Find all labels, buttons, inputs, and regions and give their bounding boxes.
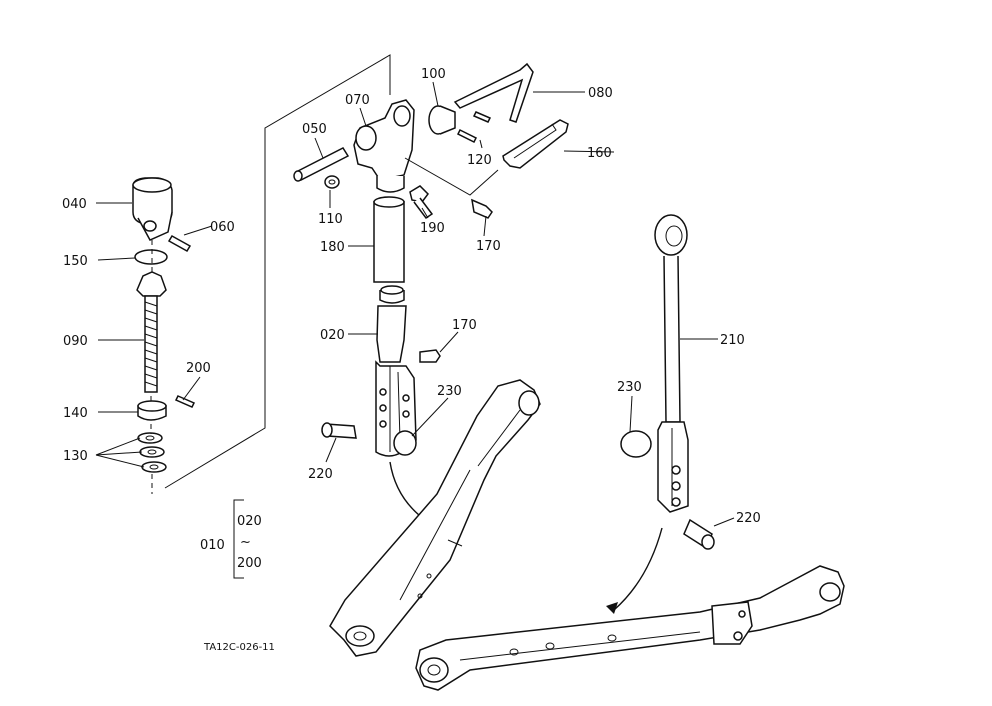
label-230-right: 230 (617, 380, 642, 395)
part-150-washer (134, 249, 168, 265)
label-040: 040 (62, 197, 87, 212)
label-070: 070 (345, 93, 370, 108)
label-210: 210 (720, 333, 745, 348)
part-220-pin-left (321, 422, 357, 439)
part-060-pin (167, 234, 192, 253)
label-200: 200 (186, 361, 211, 376)
group-to: 200 (237, 556, 262, 571)
part-230-ring-right (620, 430, 652, 458)
part-040-housing (132, 177, 173, 241)
group-bracket (233, 499, 244, 579)
label-220-right: 220 (736, 511, 761, 526)
part-170-grease-nipple-top (471, 198, 493, 219)
lower-link-arm-right (415, 565, 845, 691)
part-110-nut (324, 175, 340, 189)
part-020-lift-rod (375, 285, 417, 457)
part-180-sleeve (373, 196, 405, 283)
label-110: 110 (318, 212, 343, 227)
label-050: 050 (302, 122, 327, 137)
assembly-arrow-right (613, 527, 663, 611)
part-200-pin (174, 395, 196, 408)
part-labels: 040 060 150 090 200 140 130 050 070 100 … (62, 67, 761, 526)
label-100: 100 (421, 67, 446, 82)
group-label: 010 020 ~ 200 (200, 514, 262, 571)
part-230-ring-left (393, 430, 417, 456)
part-080-lever (453, 62, 534, 123)
part-120-pins (456, 111, 492, 144)
label-060: 060 (210, 220, 235, 235)
group-from: 020 (237, 514, 262, 529)
part-160-clip (502, 119, 569, 169)
label-140: 140 (63, 406, 88, 421)
label-130: 130 (63, 449, 88, 464)
part-100-ball-joint (428, 105, 456, 135)
part-190-fitting (409, 185, 434, 220)
drawing-code: TA12C-026-11 (203, 642, 275, 653)
part-090-screw (136, 271, 167, 393)
label-160: 160 (587, 146, 612, 161)
label-090: 090 (63, 334, 88, 349)
part-050-pin (293, 147, 350, 182)
part-070-clevis (353, 99, 415, 193)
group-id: 010 (200, 538, 225, 553)
lower-link-arm-left (329, 379, 541, 657)
label-170-top: 170 (476, 239, 501, 254)
label-180: 180 (320, 240, 345, 255)
label-190: 190 (420, 221, 445, 236)
label-170-mid: 170 (452, 318, 477, 333)
part-220-pin-right (683, 518, 715, 550)
assembly-boundary (164, 54, 391, 489)
linkage-bracket (404, 157, 499, 196)
leader-lines (95, 81, 735, 527)
part-170-grease-nipple-mid (419, 349, 441, 363)
arrowhead-right (606, 602, 618, 614)
group-tilde: ~ (240, 535, 251, 550)
label-220-left: 220 (308, 467, 333, 482)
label-020: 020 (320, 328, 345, 343)
part-210-lift-rod (654, 214, 689, 513)
label-120: 120 (467, 153, 492, 168)
part-140-nut (137, 400, 167, 421)
label-150: 150 (63, 254, 88, 269)
label-230-left: 230 (437, 384, 462, 399)
label-080: 080 (588, 86, 613, 101)
